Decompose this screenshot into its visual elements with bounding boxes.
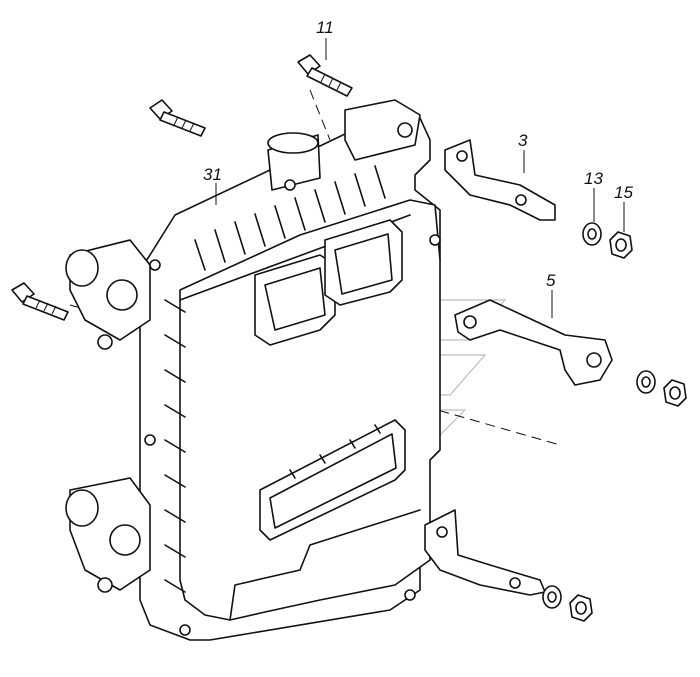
callout-3: 3 (518, 131, 528, 150)
bolt-top (297, 54, 353, 97)
callout-15: 15 (614, 183, 633, 202)
bolt-left (11, 282, 69, 321)
rubber-mount-upper (65, 239, 151, 350)
leader-lines (215, 38, 625, 318)
bolt-upper-left (149, 99, 206, 137)
washer-lower (542, 585, 562, 609)
callout-5: 5 (546, 271, 556, 290)
nut-mid (663, 379, 687, 407)
bracket-3 (444, 139, 556, 221)
callout-11: 11 (316, 18, 334, 37)
bracket-lower (424, 509, 546, 596)
ecu-unit (139, 99, 441, 641)
nut-lower (569, 594, 593, 622)
rubber-mount-lower (65, 477, 151, 593)
washer-mid (636, 370, 656, 394)
bracket-5 (454, 299, 613, 386)
callout-13: 13 (584, 169, 603, 188)
washer-13 (582, 222, 602, 246)
nut-15 (609, 231, 633, 259)
callout-31: 31 (203, 165, 222, 184)
